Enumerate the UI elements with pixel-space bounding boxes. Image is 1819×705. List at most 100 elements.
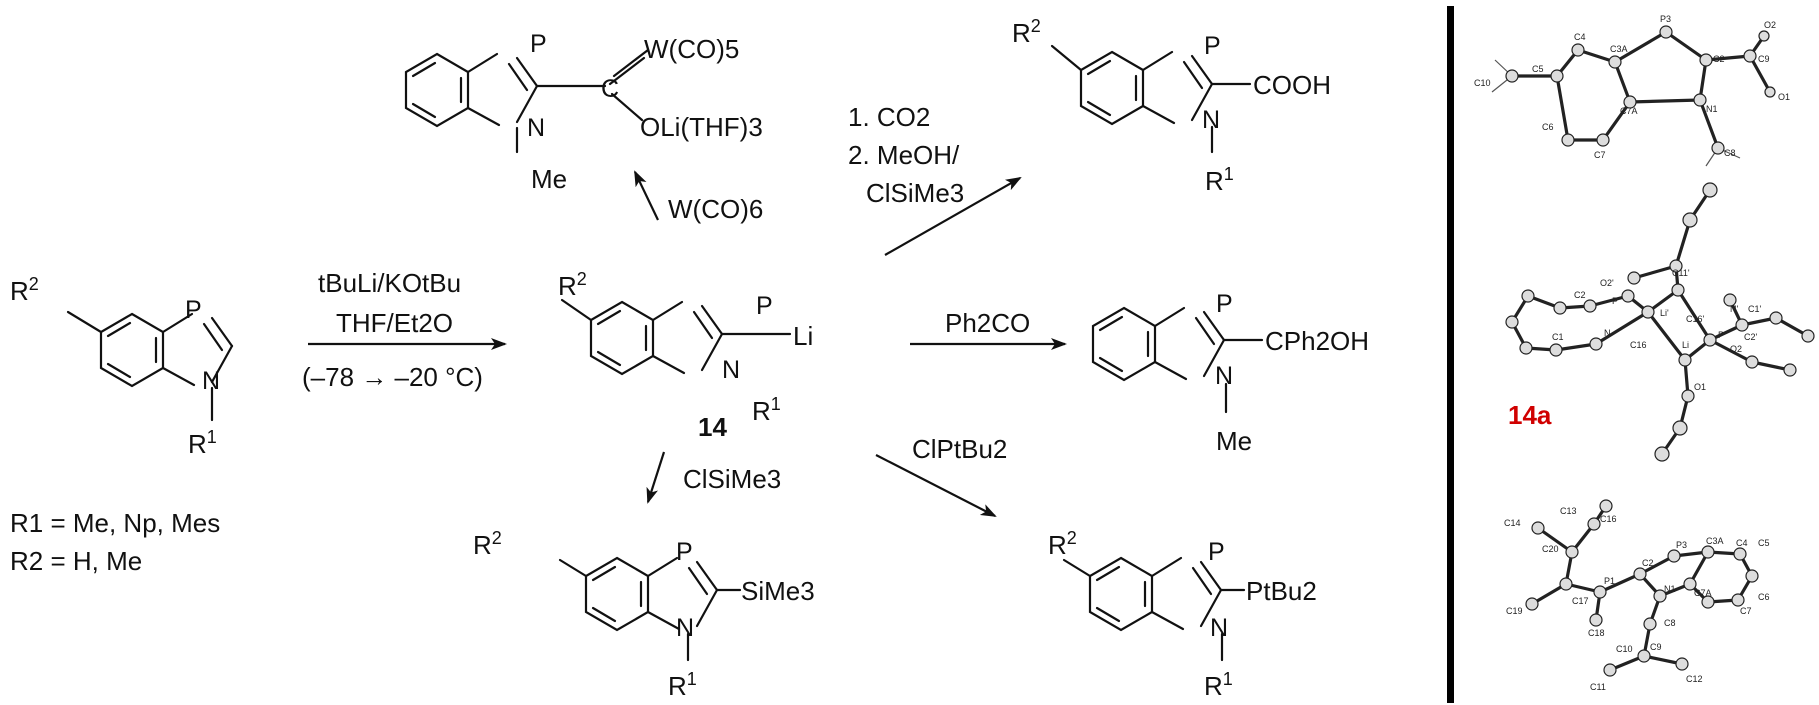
sm-r1-label: R1 bbox=[188, 427, 217, 459]
silyl-product: P N bbox=[558, 538, 742, 662]
svg-text:C3A: C3A bbox=[1706, 536, 1724, 546]
alcohol-group: CPh2OH bbox=[1265, 326, 1369, 356]
silyl-r1-label: R1 bbox=[668, 669, 697, 701]
acid-r1-label: R1 bbox=[1205, 164, 1234, 196]
carboxyl-group: COOH bbox=[1253, 70, 1331, 100]
svg-text:C12: C12 bbox=[1686, 674, 1703, 684]
svg-text:C8: C8 bbox=[1724, 148, 1736, 158]
int-r2-label: R2 bbox=[558, 269, 587, 301]
int-r1-label: R1 bbox=[752, 394, 781, 426]
svg-text:C3A: C3A bbox=[1610, 44, 1628, 54]
atom-n: N bbox=[1202, 106, 1220, 134]
svg-text:O2': O2' bbox=[1600, 278, 1614, 288]
carboxylic-acid: P N bbox=[1050, 32, 1252, 154]
svg-text:C7: C7 bbox=[1594, 150, 1606, 160]
atom-p: P bbox=[1204, 32, 1221, 60]
atom-n: N bbox=[527, 114, 545, 142]
lithio-label: Li bbox=[793, 321, 813, 351]
svg-text:P1: P1 bbox=[1604, 576, 1615, 586]
svg-text:P3: P3 bbox=[1676, 540, 1687, 550]
reagent-clsime3-b: ClSiMe3 bbox=[683, 464, 781, 494]
svg-text:O1: O1 bbox=[1694, 382, 1706, 392]
legend-r2: R2 = H, Me bbox=[10, 546, 142, 576]
reagent-clsime3-a: ClSiMe3 bbox=[866, 178, 964, 208]
n-methyl-label: Me bbox=[531, 164, 567, 194]
svg-text:P3: P3 bbox=[1660, 14, 1671, 24]
svg-text:C16: C16 bbox=[1630, 340, 1647, 350]
olithium-group: OLi(THF)3 bbox=[640, 112, 763, 142]
silyl-arrow bbox=[646, 451, 666, 504]
reagent-benzophenone: Ph2CO bbox=[945, 308, 1030, 338]
crystal-structure-1: C10 C5 C4 C3A P3 C2 C9 O2 O1 N1 C7A C6 C… bbox=[1474, 14, 1790, 167]
svg-text:C18: C18 bbox=[1588, 628, 1605, 638]
atom-n: N bbox=[1210, 614, 1228, 642]
reagent-clptbu2: ClPtBu2 bbox=[912, 434, 1007, 464]
svg-text:C7A: C7A bbox=[1694, 588, 1712, 598]
svg-text:C5: C5 bbox=[1758, 538, 1770, 548]
starting-material: P N bbox=[66, 296, 234, 422]
reagent-temperature: (–78 → –20 °C) bbox=[302, 362, 483, 392]
reagent-base: tBuLi/KOtBu bbox=[318, 268, 461, 298]
tungsten-group: W(CO)5 bbox=[644, 34, 739, 64]
compound-label: 14 bbox=[698, 412, 727, 442]
crystal-structure-3: C14 C20 C13 C16 C19 C17 P1 C2 P3 C3A C4 … bbox=[1504, 499, 1770, 692]
svg-text:N1: N1 bbox=[1664, 584, 1676, 594]
sm-r2-label: R2 bbox=[10, 274, 39, 306]
atom-n: N bbox=[202, 367, 220, 395]
lithiated-intermediate: P N bbox=[560, 292, 792, 384]
svg-text:C13: C13 bbox=[1560, 506, 1577, 516]
atom-p: P bbox=[676, 538, 693, 566]
svg-text:O1: O1 bbox=[1778, 92, 1790, 102]
acid-r2-label: R2 bbox=[1012, 16, 1041, 48]
svg-text:C9: C9 bbox=[1650, 642, 1662, 652]
svg-text:N: N bbox=[1604, 328, 1611, 338]
svg-text:C10: C10 bbox=[1474, 78, 1491, 88]
svg-text:C1': C1' bbox=[1748, 304, 1762, 314]
atom-n: N bbox=[1215, 362, 1233, 390]
phosphine-r2-label: R2 bbox=[1048, 528, 1077, 560]
carbene-c: C bbox=[601, 75, 619, 103]
svg-text:C6: C6 bbox=[1758, 592, 1770, 602]
svg-text:N': N' bbox=[1730, 304, 1738, 314]
reagent-solvent: THF/Et2O bbox=[336, 308, 453, 338]
atom-n: N bbox=[676, 614, 694, 642]
svg-text:C16': C16' bbox=[1686, 314, 1705, 324]
carbene-complex: P N C bbox=[404, 30, 650, 154]
reagent-tungsten: W(CO)6 bbox=[668, 194, 763, 224]
reagent-meoh: 2. MeOH/ bbox=[848, 140, 960, 170]
svg-text:Li: Li bbox=[1682, 340, 1689, 350]
svg-text:P: P bbox=[1612, 296, 1618, 306]
atom-p: P bbox=[1208, 538, 1225, 566]
svg-text:C10: C10 bbox=[1616, 644, 1633, 654]
acid-arrow bbox=[884, 177, 1022, 256]
svg-text:C9: C9 bbox=[1758, 54, 1770, 64]
atom-p: P bbox=[530, 30, 547, 58]
atom-n: N bbox=[722, 356, 740, 384]
atom-p: P bbox=[756, 292, 773, 320]
atom-p: P bbox=[1216, 290, 1233, 318]
reagent-co2: 1. CO2 bbox=[848, 102, 930, 132]
svg-text:C20: C20 bbox=[1542, 544, 1559, 554]
phosphine-product: P N bbox=[1062, 538, 1246, 662]
svg-text:C2': C2' bbox=[1744, 332, 1758, 342]
crystal-label: 14a bbox=[1508, 400, 1552, 430]
svg-text:C19: C19 bbox=[1506, 606, 1523, 616]
svg-text:C16: C16 bbox=[1600, 514, 1617, 524]
svg-text:C11: C11 bbox=[1590, 682, 1606, 692]
phosphino-group: PtBu2 bbox=[1246, 576, 1317, 606]
svg-text:C7: C7 bbox=[1740, 606, 1752, 616]
svg-text:C5: C5 bbox=[1532, 64, 1544, 74]
svg-text:Li': Li' bbox=[1660, 308, 1669, 318]
tertiary-alcohol: P N bbox=[1091, 290, 1264, 414]
svg-text:O2: O2 bbox=[1764, 20, 1776, 30]
silyl-r2-label: R2 bbox=[473, 528, 502, 560]
svg-text:C2: C2 bbox=[1642, 558, 1654, 568]
atom-p: P bbox=[185, 296, 202, 324]
svg-text:C14: C14 bbox=[1504, 518, 1521, 528]
carbene-arrow bbox=[634, 170, 659, 221]
crystal-structure-2: O2' C11' Li' C16' N' C1' P C2 C1 N C16 L… bbox=[1505, 182, 1815, 462]
svg-text:C4: C4 bbox=[1736, 538, 1748, 548]
svg-text:C8: C8 bbox=[1664, 618, 1676, 628]
svg-text:C17: C17 bbox=[1572, 596, 1589, 606]
